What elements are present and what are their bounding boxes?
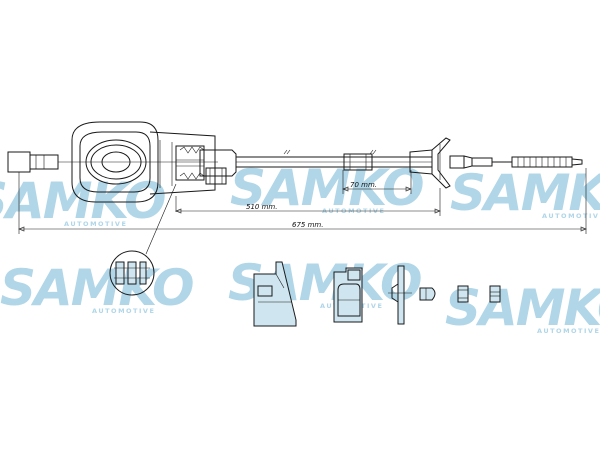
watermark-sub: AUTOMOTIVE: [542, 212, 600, 220]
outer-conduit: [236, 149, 432, 171]
part-housing-cap: [333, 267, 363, 323]
spare-parts-row: [253, 261, 501, 327]
dimension-675-label: 675 mm.: [292, 221, 323, 229]
watermark-sub: AUTOMOTIVE: [64, 220, 127, 228]
watermark-brand: SAMKO: [445, 279, 600, 337]
part-grommet: [489, 285, 501, 303]
watermark-top-right: SAMKO AUTOMOTIVE: [450, 164, 600, 222]
watermark-sub: AUTOMOTIVE: [537, 327, 600, 335]
dimension-70: 70 mm.: [342, 170, 412, 194]
dimension-675: 675 mm.: [18, 168, 587, 234]
watermark-sub: AUTOMOTIVE: [92, 307, 155, 315]
housing-ferrule: [199, 149, 237, 185]
part-sleeve: [457, 285, 469, 303]
adjuster-housing: [71, 121, 218, 203]
watermark-top-left: SAMKO AUTOMOTIVE: [0, 172, 167, 230]
detail-callout: [109, 183, 177, 296]
watermark-brand: SAMKO: [450, 164, 600, 222]
inner-wire-end: [492, 156, 583, 168]
watermark-brand: SAMKO: [0, 259, 193, 317]
watermark-brand: SAMKO: [0, 172, 165, 230]
dimension-510-label: 510 mm.: [246, 203, 277, 211]
dimension-lines: 70 mm. 510 mm. 675 mm.: [18, 168, 587, 234]
cable-assembly: [7, 121, 583, 203]
watermark-brand: SAMKO: [230, 159, 423, 217]
watermark-layer: SAMKO AUTOMOTIVE SAMKO AUTOMOTIVE SAMKO …: [0, 159, 600, 337]
watermark-bottom-right: SAMKO AUTOMOTIVE: [445, 279, 600, 337]
part-bracket: [253, 261, 297, 327]
part-washer-plate: [388, 265, 412, 325]
part-bush: [419, 287, 436, 301]
dimension-510: 510 mm.: [175, 188, 441, 216]
watermark-bottom-left: SAMKO AUTOMOTIVE: [0, 259, 195, 317]
dimension-70-label: 70 mm.: [350, 181, 377, 189]
left-end-fitting: [7, 151, 80, 173]
